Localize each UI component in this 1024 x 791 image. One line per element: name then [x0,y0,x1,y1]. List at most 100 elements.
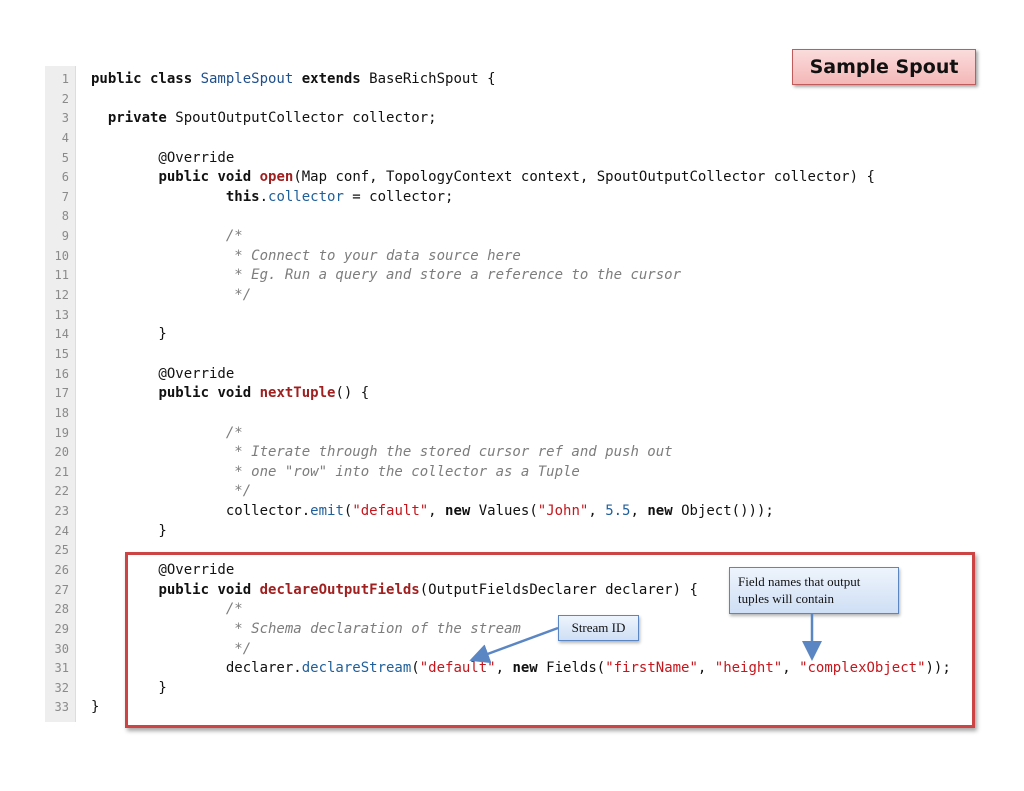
line-number: 7 [61,189,69,204]
code-token: , [630,503,648,520]
code-line: @Override [91,561,234,581]
code-token: , [428,503,446,520]
code-token: "firstName" [605,660,698,677]
code-token: "default" [419,660,496,677]
code-token: } [91,699,100,716]
line-number: 29 [54,621,69,636]
code-token: "default" [352,503,429,520]
line-number: 23 [54,504,69,519]
code-line: this.collector = collector; [91,188,454,208]
line-number: 3 [61,111,69,126]
line-number: 24 [54,523,69,538]
code-token: "complexObject" [799,660,926,677]
code-token: , [588,503,606,520]
code-token: public void [158,581,260,598]
code-token: } [91,326,167,343]
code-token: public void [158,169,260,186]
code-line: /* [91,424,243,444]
code-line: * Schema declaration of the stream [91,620,521,640]
code-token: , [697,660,715,677]
code-token: new [512,660,538,677]
code-token: = collector; [343,188,454,205]
code-token: open [259,169,294,186]
code-line: } [91,698,99,718]
code-token: @Override [91,562,235,578]
code-token: Object())); [672,503,774,520]
code-token: emit [310,503,344,520]
code-token: new [445,503,471,520]
code-token: SampleSpout [200,71,294,87]
code-token: private [107,110,167,127]
code-token: declareOutputFields [259,581,420,598]
code-token: declareStream [301,660,412,677]
line-number: 5 [61,150,69,165]
code-line: */ [91,482,251,502]
code-line: } [91,325,167,345]
line-number: 10 [54,248,69,263]
code-token: ( [343,503,353,520]
code-line: declarer.declareStream("default", new Fi… [91,659,951,679]
code-line: } [91,522,167,542]
line-number: 27 [54,582,69,597]
line-number: 2 [61,91,69,106]
code-token: BaseRichSpout { [369,71,496,87]
line-number: 13 [54,307,69,322]
line-number: 1 [61,72,69,86]
code-line: public void open(Map conf, TopologyConte… [91,168,874,188]
code-line: */ [91,640,251,660]
code-token: * Iterate through the stored cursor ref … [91,444,673,461]
code-line: * one "row" into the collector as a Tupl… [91,463,580,483]
code-token: ( [411,660,420,677]
line-number: 26 [54,563,69,577]
code-line: * Iterate through the stored cursor ref … [91,443,673,463]
line-number: 18 [54,405,69,420]
field-names-callout: Field names that output tuples will cont… [729,567,899,614]
slide-title-badge: Sample Spout [792,49,976,85]
code-token: 5.5 [605,503,631,520]
code-token: this [225,188,260,205]
code-line: /* [91,227,243,247]
line-number: 19 [54,425,69,440]
line-number: 9 [61,229,69,244]
declare-output-fields-highlight [125,552,975,728]
code-token: "John" [537,503,589,520]
code-token: SpoutOutputCollector collector; [166,110,437,127]
code-token: public class [91,71,201,87]
stream-id-callout: Stream ID [558,615,639,641]
code-token: collector [268,188,344,205]
code-token: @Override [91,365,235,382]
line-number: 14 [54,327,69,342]
line-number: 21 [54,464,69,479]
code-token: )); [925,660,951,677]
code-line: public class SampleSpout extends BaseRic… [91,70,496,90]
code-line: public void nextTuple() { [91,384,369,404]
code-token: () { [335,385,370,402]
code-token: } [91,522,167,539]
code-token: collector. [91,503,311,520]
line-number: 32 [54,680,69,695]
line-number: 15 [54,346,69,361]
line-number: 22 [54,484,69,499]
code-token: "height" [714,660,783,677]
code-token: . [259,188,269,205]
code-line: * Connect to your data source here [91,247,521,267]
code-token: declarer. [91,660,302,677]
line-number: 16 [54,366,69,381]
code-token: * Eg. Run a query and store a reference … [91,267,682,284]
line-number: 30 [54,641,69,656]
code-token: * one "row" into the collector as a Tupl… [91,463,580,480]
code-line: private SpoutOutputCollector collector; [91,109,437,129]
code-token: */ [91,483,252,500]
code-line: @Override [91,149,234,169]
line-number: 12 [54,288,69,303]
code-token: , [782,660,800,677]
code-line: * Eg. Run a query and store a reference … [91,266,681,286]
code-line: /* [91,600,243,620]
line-number: 20 [54,445,69,460]
line-number: 6 [61,170,69,185]
code-token: * Schema declaration of the stream [91,620,521,637]
line-number: 17 [54,386,69,401]
